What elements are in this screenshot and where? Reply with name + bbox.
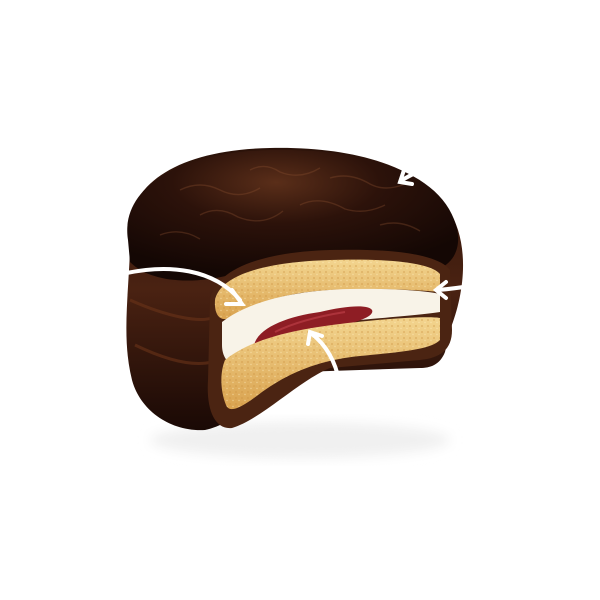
arrow-marshmallow-head <box>432 280 448 300</box>
chocolate-texture <box>159 165 421 240</box>
arrow-jam-head <box>306 329 324 346</box>
marshmallow-layer <box>222 288 440 365</box>
arrow-chocolate <box>400 148 472 182</box>
arrow-marshmallow <box>436 278 502 292</box>
arrow-jam <box>310 332 342 387</box>
callout-arrows <box>116 148 502 387</box>
ground-shadow <box>150 422 450 458</box>
arrow-sponge-head <box>224 288 246 306</box>
arrow-chocolate-head <box>397 168 414 186</box>
cross-section <box>207 249 452 429</box>
chocolate-top <box>127 149 459 281</box>
